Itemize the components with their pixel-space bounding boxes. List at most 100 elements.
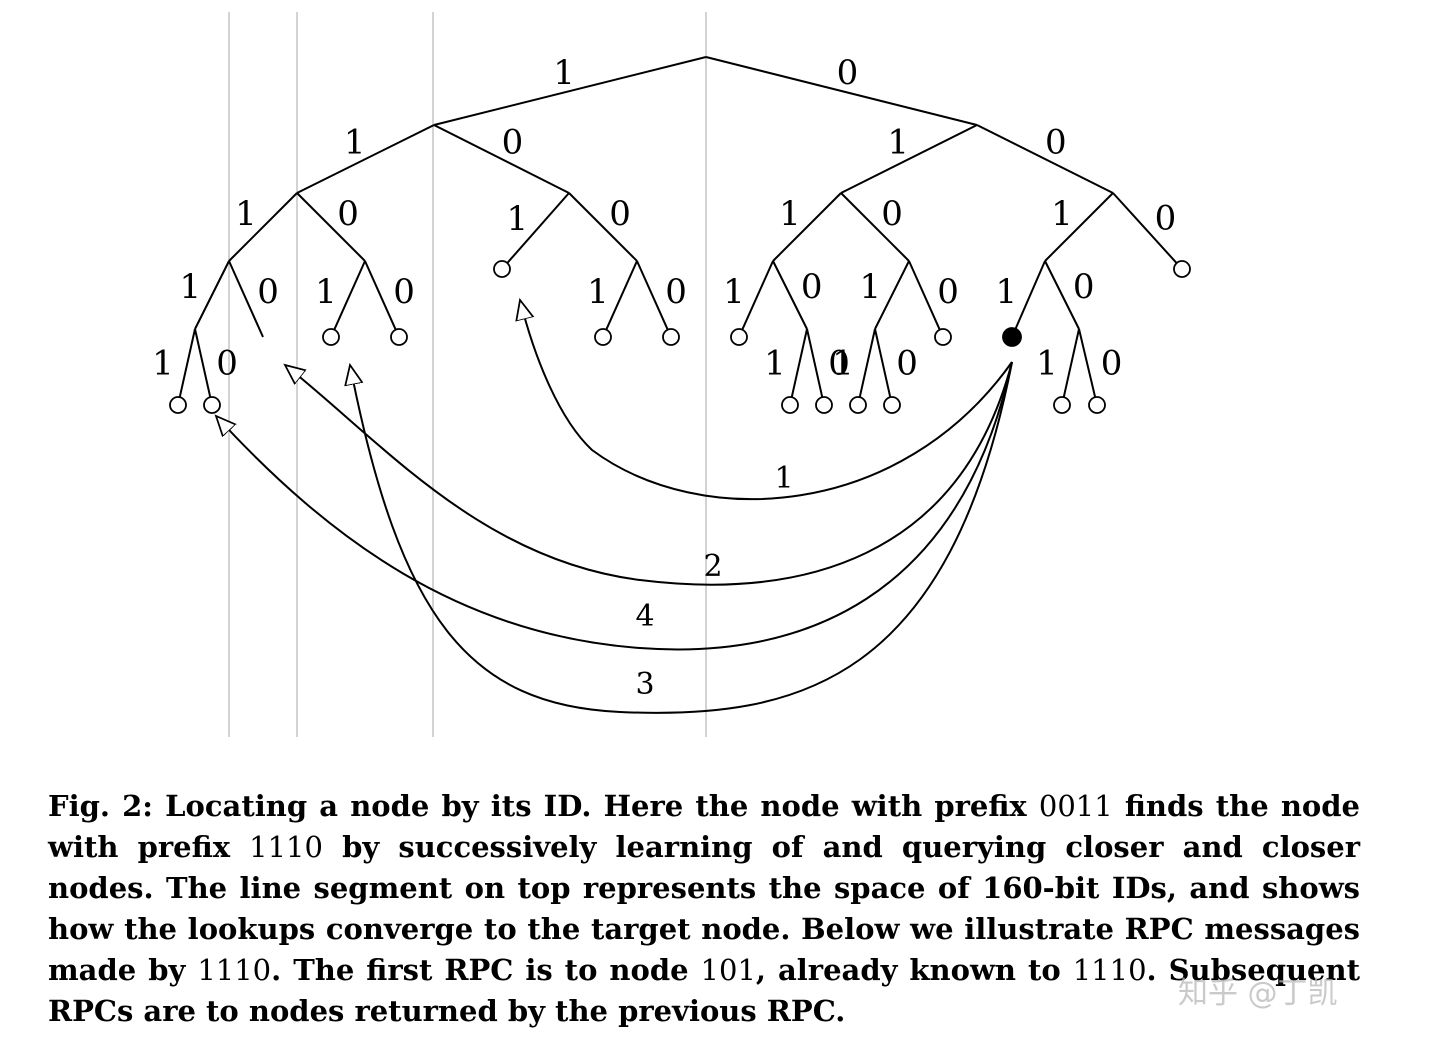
open-node (390, 328, 408, 346)
tree-edge (194, 260, 230, 330)
edge-bit-label: 1 (1051, 194, 1073, 234)
caption-prefix-a: 0011 (1038, 789, 1113, 823)
figure-caption: Fig. 2: Locating a node by its ID. Here … (48, 786, 1360, 1032)
open-node (322, 328, 340, 346)
tree-edge (1062, 328, 1080, 398)
edge-bit-label: 1 (152, 344, 174, 384)
open-node (1053, 396, 1071, 414)
open-node (883, 396, 901, 414)
caption-prefix-c: 1110 (197, 953, 272, 987)
tree-edge (433, 56, 707, 126)
tree-edge (1078, 328, 1097, 398)
rpc-order-label: 2 (703, 549, 722, 584)
edge-bit-label: 0 (1045, 122, 1067, 162)
tree-edge (790, 328, 808, 398)
edge-bit-label: 0 (881, 194, 903, 234)
edge-bit-label: 1 (315, 272, 337, 312)
tree-edge (976, 124, 1114, 194)
caption-prefix-b: 1110 (249, 830, 323, 864)
caption-mid3: . The first RPC is to node (271, 953, 701, 987)
edge-bit-label: 0 (1101, 343, 1123, 383)
edge-bit-label: 0 (393, 272, 415, 312)
tree-edge (364, 260, 397, 331)
rpc-arrow-4 (216, 361, 1013, 651)
tree-edge (296, 192, 366, 262)
tree-edge (840, 124, 978, 194)
edge-bit-label: 1 (779, 194, 801, 234)
edge-bit-label: 1 (995, 272, 1017, 312)
tree-edge (772, 260, 808, 330)
edge-bit-label: 1 (887, 122, 909, 162)
edge-bit-label: 0 (1073, 267, 1095, 307)
rpc-order-label: 4 (635, 599, 654, 634)
edge-bit-label: 0 (937, 272, 959, 312)
tree-edge (858, 328, 876, 398)
edge-bit-label: 1 (507, 199, 529, 239)
edge-bit-label: 1 (344, 122, 366, 162)
edge-bit-label: 1 (860, 267, 882, 307)
tree-edge (741, 260, 774, 331)
tree-edge (194, 328, 212, 398)
open-node (662, 328, 680, 346)
tree-edge (605, 260, 638, 331)
open-node (493, 260, 511, 278)
open-node (1173, 260, 1191, 278)
open-node (934, 328, 952, 346)
edge-bit-label: 0 (828, 344, 850, 384)
edge-bit-label: 1 (180, 267, 202, 307)
edge-bit-label: 0 (896, 344, 918, 384)
tree-edge (1044, 260, 1080, 330)
rpc-order-label: 3 (635, 667, 654, 702)
open-node (815, 396, 833, 414)
open-node (730, 328, 748, 346)
open-node (203, 396, 221, 414)
tree-edge (296, 124, 435, 194)
tree-edge (228, 192, 298, 262)
tree-edge (1044, 192, 1114, 262)
tree-edge (433, 124, 570, 194)
open-node (1088, 396, 1106, 414)
tree-edge (1112, 192, 1178, 264)
edge-bit-label: 0 (337, 194, 359, 234)
open-node (849, 396, 867, 414)
edge-bit-label: 1 (553, 53, 575, 93)
tree-edge (908, 260, 941, 331)
rpc-order-label: 1 (774, 461, 793, 496)
edge-bit-label: 1 (235, 194, 257, 234)
watermark: 知乎 @丁凯 (1178, 976, 1338, 1011)
edge-bit-label: 0 (257, 272, 279, 312)
rpc-arrow-2 (285, 361, 1013, 586)
caption-mid4: , already known to (755, 953, 1073, 987)
edge-bit-label: 0 (502, 122, 524, 162)
caption-prefix-d: 101 (700, 953, 756, 987)
tree-edge (506, 192, 570, 264)
rpc-arrow-3 (350, 361, 1013, 714)
tree-edge (806, 328, 824, 398)
tree-edge (874, 328, 892, 398)
caption-prefix-e: 1110 (1072, 953, 1147, 987)
edge-bit-label: 0 (216, 344, 238, 384)
tree-edge (1014, 260, 1046, 331)
tree-edge (705, 56, 978, 126)
caption-mid2: by successively learning of and querying… (48, 830, 1360, 987)
source-node (1002, 327, 1022, 347)
tree-edge (772, 192, 842, 262)
edge-bit-label: 1 (832, 344, 854, 384)
tree-edge (333, 260, 366, 331)
edge-bit-label: 0 (801, 267, 823, 307)
edge-bit-label: 0 (837, 53, 859, 93)
open-node (169, 396, 187, 414)
tree-edge (874, 260, 910, 330)
open-node (781, 396, 799, 414)
open-node (594, 328, 612, 346)
caption-tail: . Subsequent RPCs are to nodes returned … (48, 953, 1360, 1028)
edge-bit-label: 0 (609, 194, 631, 234)
tree-edge (228, 260, 264, 338)
caption-mid1: finds the node with prefix (48, 789, 1360, 864)
edge-bit-label: 1 (764, 344, 786, 384)
edge-bit-label: 0 (1155, 199, 1177, 239)
tree-edge (636, 260, 669, 331)
rpc-arrow-1 (520, 300, 1013, 501)
tree-edge (568, 192, 638, 262)
